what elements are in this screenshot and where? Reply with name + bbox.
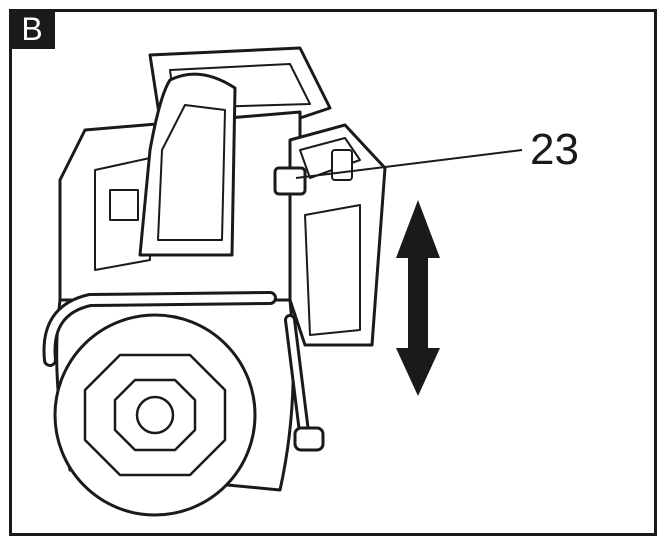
battery-top [299, 137, 361, 179]
battery-window [304, 204, 361, 336]
panel-label: B [9, 9, 55, 49]
handle-grip [157, 104, 226, 241]
callout-number-23: 23 [530, 125, 579, 174]
latch-release-button [273, 166, 307, 196]
battery-latch-tab [331, 149, 353, 181]
hose-nozzle [293, 426, 325, 452]
movement-arrow [396, 200, 440, 396]
front-guard-hub [135, 395, 175, 435]
callout-leader-line [295, 149, 523, 179]
side-vent [109, 189, 139, 221]
